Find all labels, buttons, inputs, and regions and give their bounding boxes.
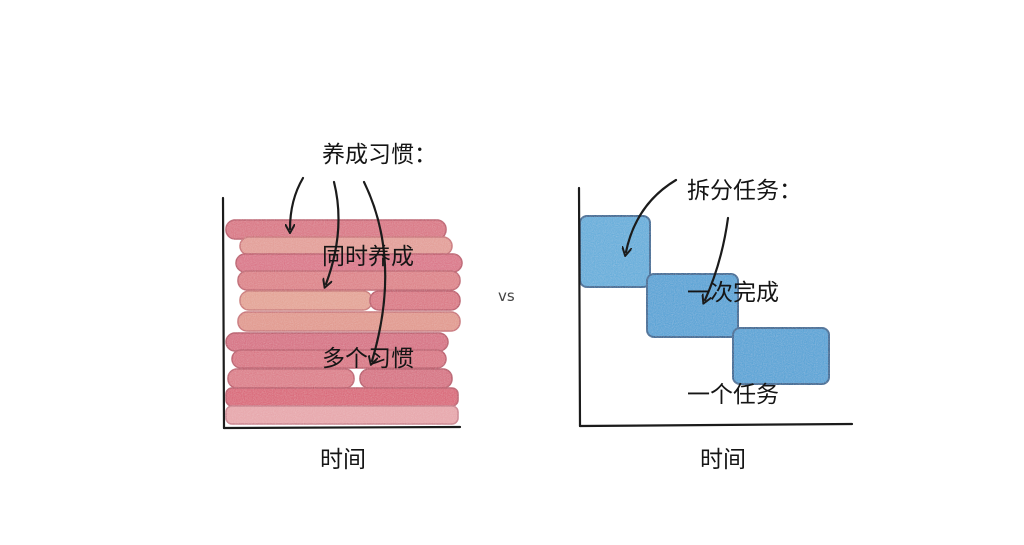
tasks-annotation-line-3: 一个任务 xyxy=(687,382,779,408)
vs-separator: vs xyxy=(498,287,515,305)
habit-bar xyxy=(231,349,447,369)
tasks-annotation: 拆分任务： 一次完成 一个任务 xyxy=(687,106,802,480)
tasks-annotation-line-1: 拆分任务： xyxy=(687,178,802,204)
left-x-axis-label: 时间 xyxy=(320,447,366,473)
habits-annotation-line-1: 养成习惯： xyxy=(322,142,437,168)
habits-annotation-line-2: 同时养成 xyxy=(322,244,414,270)
task-blocks xyxy=(579,215,830,385)
tasks-annotation-line-2: 一次完成 xyxy=(687,280,779,306)
left-x-axis xyxy=(222,425,462,430)
habit-arrows xyxy=(290,176,387,361)
left-y-axis xyxy=(221,196,226,430)
arrow-to-bar-3 xyxy=(362,180,387,361)
arrow-to-bar-1 xyxy=(290,176,305,229)
left-axes xyxy=(221,196,462,430)
arrow-to-bar-2 xyxy=(326,180,340,284)
right-axes xyxy=(577,186,854,428)
habits-annotation-line-3: 多个习惯 xyxy=(322,346,414,372)
task-block-1 xyxy=(579,215,651,288)
habit-bar xyxy=(237,270,461,291)
task-block-2 xyxy=(646,273,739,338)
arrow-to-block-2 xyxy=(705,216,730,300)
habit-bar xyxy=(369,290,461,311)
task-arrows xyxy=(626,178,730,300)
habits-annotation: 养成习惯： 同时养成 多个习惯 xyxy=(322,70,437,444)
habit-bar xyxy=(237,311,461,332)
task-block-3 xyxy=(732,327,830,385)
right-x-axis-label: 时间 xyxy=(700,447,746,473)
right-y-axis xyxy=(577,186,582,428)
habit-bars xyxy=(225,219,463,425)
arrow-to-block-1 xyxy=(626,178,678,252)
habit-bar xyxy=(225,405,459,425)
right-x-axis xyxy=(578,422,854,428)
